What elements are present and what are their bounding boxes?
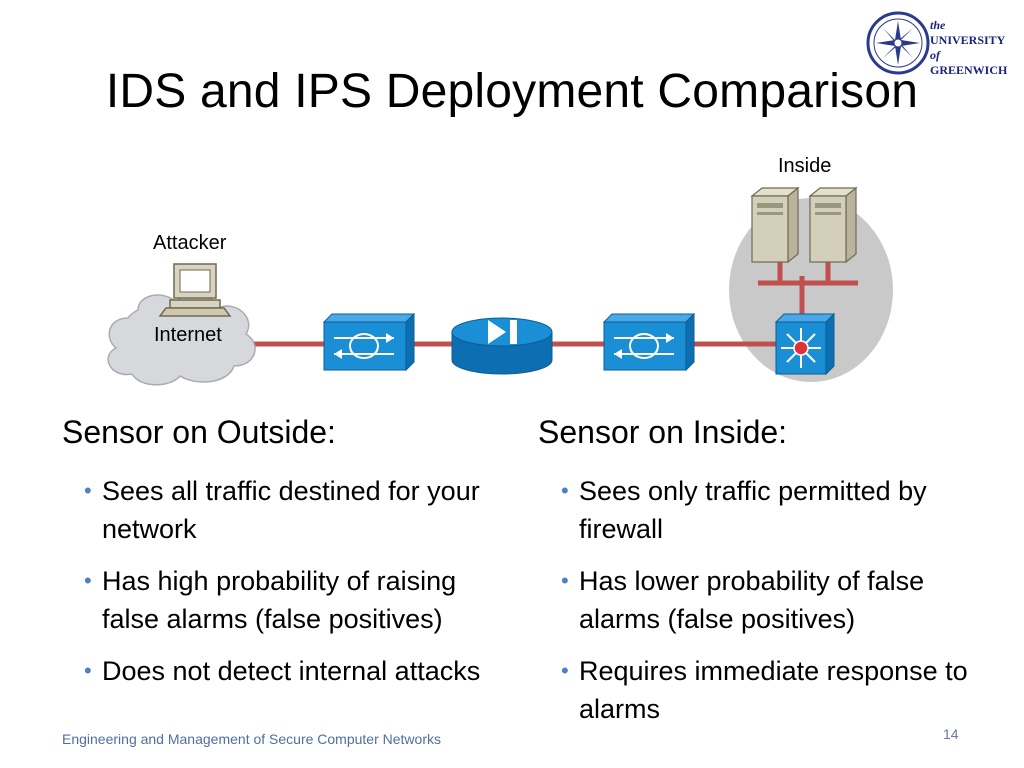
inside-sensor-icon [602, 312, 696, 372]
logo-line-the: the [930, 18, 946, 32]
slide-title: IDS and IPS Deployment Comparison [105, 65, 919, 118]
logo-line-of: of [930, 48, 940, 62]
list-item: • Sees only traffic permitted by firewall [555, 472, 995, 548]
list-item: • Has lower probability of false alarms (… [555, 562, 995, 638]
outside-sensor-icon [322, 312, 416, 372]
server-icon [750, 186, 800, 264]
attacker-label: Attacker [153, 232, 227, 254]
logo-line-university: UNIVERSITY [930, 33, 1006, 47]
bullet-text: Sees all traffic destined for your netwo… [102, 476, 480, 544]
bullet-dot-icon: • [84, 658, 92, 683]
server-icon [808, 186, 858, 264]
logo-line-greenwich: GREENWICH [930, 63, 1008, 77]
internet-label: Internet [154, 324, 222, 346]
list-item: • Has high probability of raising false a… [78, 562, 518, 638]
bullet-text: Does not detect internal attacks [102, 656, 481, 686]
internet-cloud [107, 293, 256, 386]
right-heading: Sensor on Inside: [538, 414, 788, 450]
inside-label: Inside [778, 155, 832, 177]
bullet-dot-icon: • [561, 478, 569, 503]
left-bullet-list: • Sees all traffic destined for your netw… [78, 472, 518, 704]
bullet-text: Requires immediate response to alarms [579, 656, 968, 724]
network-diagram [107, 186, 893, 386]
slide-footer: Engineering and Management of Secure Com… [62, 731, 441, 747]
bullet-text: Sees only traffic permitted by firewall [579, 476, 927, 544]
bullet-text: Has lower probability of false alarms (f… [579, 566, 925, 634]
attacker-pc-icon [158, 263, 232, 317]
firewall-icon [451, 317, 553, 375]
bullet-dot-icon: • [561, 658, 569, 683]
bullet-dot-icon: • [84, 568, 92, 593]
list-item: • Does not detect internal attacks [78, 652, 518, 690]
bullet-text: Has high probability of raising false al… [102, 566, 457, 634]
list-item: • Requires immediate response to alarms [555, 652, 995, 728]
page-number: 14 [943, 726, 959, 742]
network-links [246, 262, 858, 347]
university-name: the UNIVERSITY of GREENWICH [930, 18, 1007, 78]
switch-icon [774, 312, 836, 376]
list-item: • Sees all traffic destined for your netw… [78, 472, 518, 548]
university-seal-icon [866, 11, 930, 75]
left-heading: Sensor on Outside: [62, 414, 336, 450]
bullet-dot-icon: • [84, 478, 92, 503]
right-bullet-list: • Sees only traffic permitted by firewall… [555, 472, 995, 742]
bullet-dot-icon: • [561, 568, 569, 593]
